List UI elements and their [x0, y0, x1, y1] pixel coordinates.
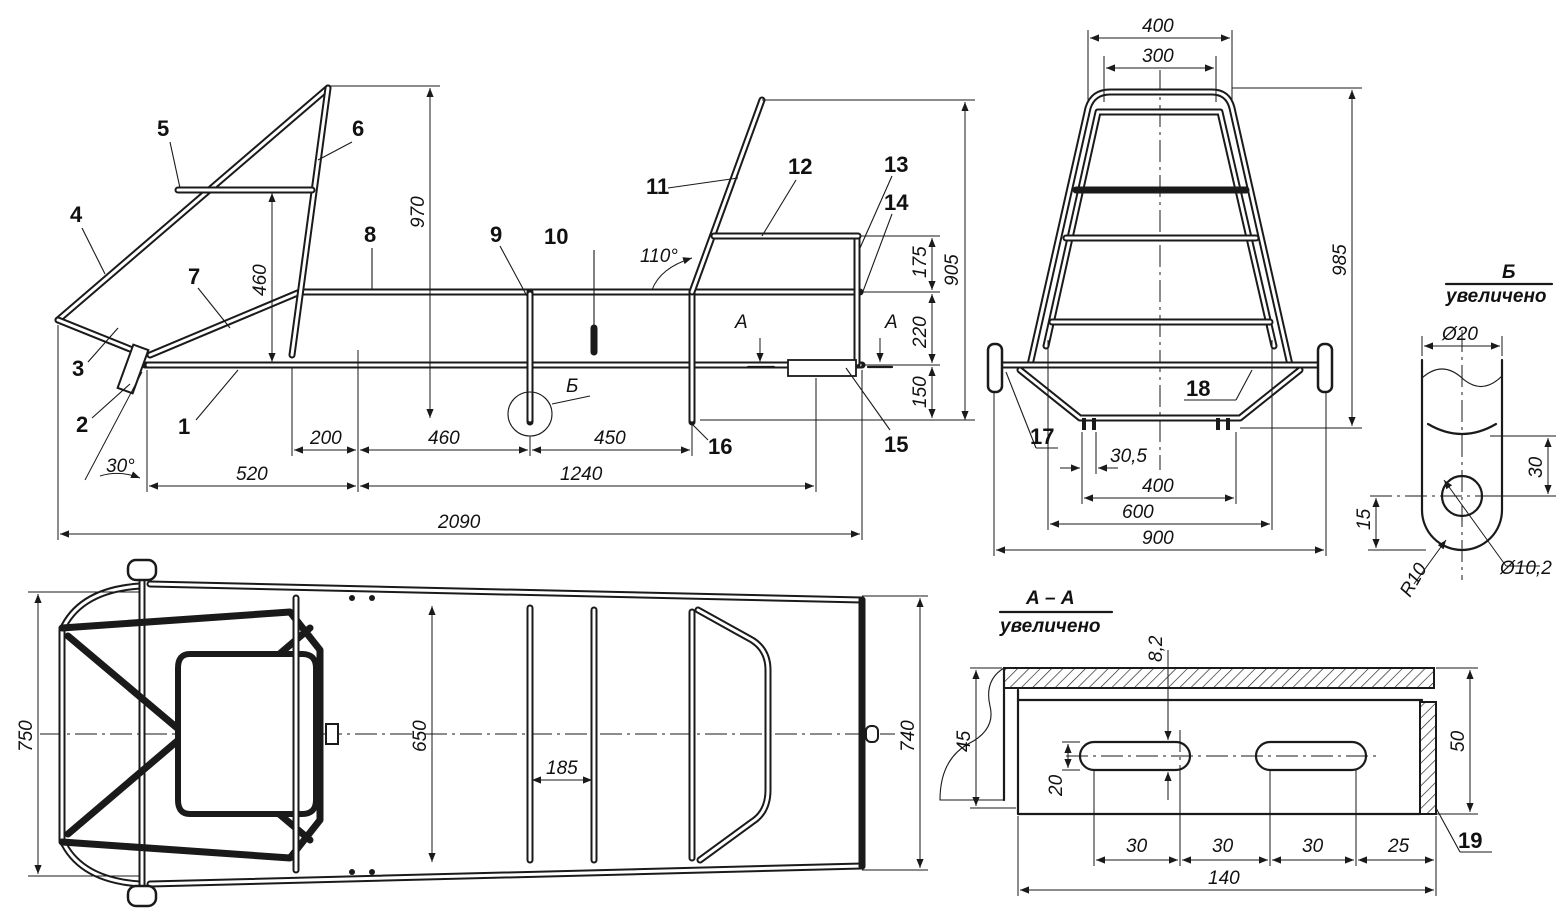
detail-b-mark: Б — [566, 376, 578, 397]
dim-985: 985 — [1330, 244, 1351, 276]
dim-25: 25 — [1387, 836, 1410, 857]
callout-1: 1 — [178, 414, 190, 439]
dim-200: 200 — [309, 428, 342, 449]
dim-r10: R10 — [1396, 559, 1432, 600]
side-callouts: 5 4 6 7 3 2 1 8 9 10 11 12 13 14 15 16 — [70, 116, 909, 459]
dim-45: 45 — [954, 730, 975, 752]
dim-140: 140 — [1208, 868, 1240, 889]
callout-12: 12 — [788, 154, 812, 179]
callout-17: 17 — [1030, 424, 1054, 449]
callout-7: 7 — [188, 264, 200, 289]
dim-30-b: 30 — [1526, 456, 1547, 478]
dim-30-c: 30 — [1302, 836, 1324, 857]
dim-185: 185 — [546, 758, 578, 779]
front-frame — [986, 88, 1334, 430]
callout-8: 8 — [364, 222, 376, 247]
dim-1240: 1240 — [560, 464, 603, 485]
section-aa-title: А – А — [1025, 588, 1075, 609]
callout-14: 14 — [884, 190, 909, 215]
web-section — [1419, 701, 1437, 815]
dim-150: 150 — [910, 376, 931, 408]
dim-30-5: 30,5 — [1110, 446, 1147, 467]
callout-18: 18 — [1186, 376, 1210, 401]
side-horizontal-dims: 200 460 450 520 1240 2090 30° 110° — [57, 246, 863, 540]
dim-dia10-2: Ø10,2 — [1499, 558, 1552, 579]
side-leaders — [81, 141, 893, 441]
dim-400-top: 400 — [1142, 16, 1174, 37]
callout-19: 19 — [1458, 828, 1482, 853]
dim-15: 15 — [1354, 508, 1375, 530]
callout-10: 10 — [544, 224, 568, 249]
dim-650: 650 — [410, 720, 431, 752]
callout-4: 4 — [70, 202, 83, 227]
cross-posts — [526, 232, 861, 426]
section-mark-a: А А — [734, 312, 898, 369]
callout-9: 9 — [490, 222, 502, 247]
callout-2: 2 — [76, 412, 88, 437]
front-view: 400 300 985 30,5 400 600 900 — [986, 16, 1362, 556]
dim-900: 900 — [1142, 528, 1174, 549]
section-aa-subtitle: увеличено — [999, 616, 1101, 637]
front-dims: 400 300 985 30,5 400 600 900 — [993, 16, 1362, 556]
dim-400-bottom: 400 — [1142, 476, 1174, 497]
angle-110: 110° — [640, 246, 678, 267]
dim-740: 740 — [898, 720, 919, 752]
dim-600: 600 — [1122, 502, 1154, 523]
dim-905: 905 — [942, 254, 963, 286]
dim-970: 970 — [408, 196, 429, 228]
callout-11: 11 — [646, 174, 669, 199]
top-view: 750 650 740 185 — [16, 558, 928, 908]
dim-175: 175 — [910, 246, 931, 278]
dim-50: 50 — [1448, 730, 1469, 752]
plate-15 — [787, 359, 857, 377]
front-leaders: 17 18 — [1005, 369, 1253, 449]
dim-20: 20 — [1046, 774, 1067, 797]
angle-30: 30° — [106, 456, 135, 477]
detail-b-subtitle: увеличено — [1445, 286, 1547, 307]
side-view: А А Б 970 460 905 175 220 — [54, 84, 975, 540]
dim-460-v: 460 — [250, 264, 271, 296]
dim-30-b-aa: 30 — [1212, 836, 1234, 857]
dim-dia20: Ø20 — [1441, 324, 1478, 345]
front-struts — [54, 84, 332, 359]
side-vertical-dims: 970 460 905 175 220 150 — [250, 85, 975, 421]
detail-b: Б увеличено Ø20 30 15 R10 Ø10,2 — [1354, 262, 1556, 601]
callout-15: 15 — [884, 432, 908, 457]
section-a-right: А — [884, 312, 898, 333]
top-cross-members — [349, 595, 879, 875]
section-a-a: А – А увеличено 8,2 45 50 20 — [939, 588, 1492, 896]
callout-16: 16 — [708, 434, 732, 459]
dim-220: 220 — [910, 316, 931, 349]
dim-460-h: 460 — [428, 428, 460, 449]
callout-3: 3 — [72, 356, 84, 381]
callout-6: 6 — [352, 116, 364, 141]
flange-section — [1003, 667, 1435, 689]
dim-8-2: 8,2 — [1146, 635, 1167, 662]
front-bracket — [116, 343, 150, 395]
seat-back — [688, 96, 862, 296]
dim-2090: 2090 — [437, 512, 481, 533]
dim-450: 450 — [594, 428, 626, 449]
section-a-left: А — [734, 312, 748, 333]
dim-750: 750 — [16, 720, 37, 752]
dim-520: 520 — [236, 464, 268, 485]
detail-b-title: Б — [1502, 262, 1515, 283]
dim-30-a: 30 — [1126, 836, 1148, 857]
top-dims: 750 650 740 185 — [16, 591, 928, 877]
dim-300: 300 — [1142, 46, 1174, 67]
top-nose — [58, 558, 339, 908]
callout-5: 5 — [157, 116, 169, 141]
callout-13: 13 — [884, 152, 908, 177]
